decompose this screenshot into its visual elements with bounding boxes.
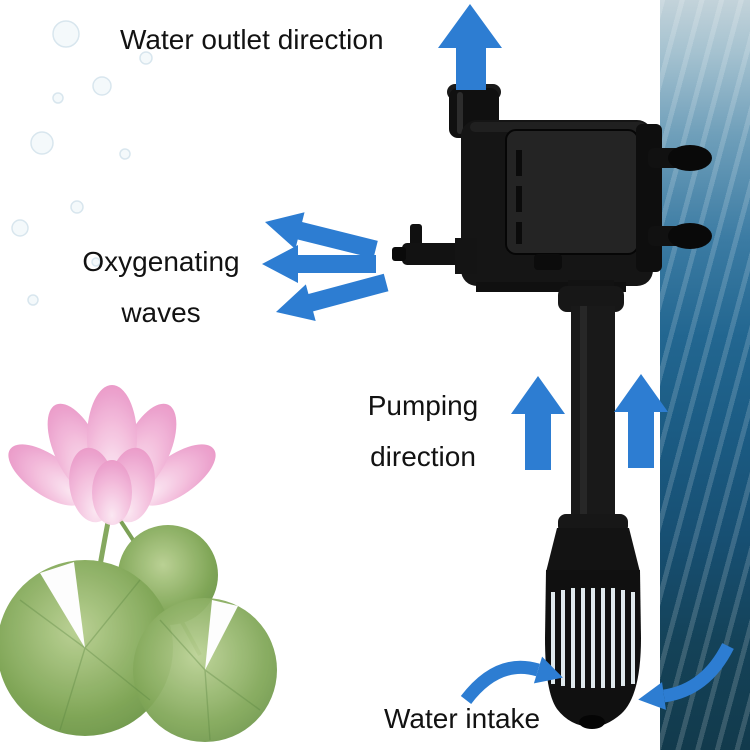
venturi-nozzle bbox=[392, 224, 477, 274]
outlet-direction-up-arrow-icon bbox=[438, 4, 502, 90]
oxygenating-waves-label: Oxygenating waves bbox=[56, 248, 266, 327]
pump-housing bbox=[461, 120, 653, 292]
pump-assembly bbox=[392, 84, 712, 729]
pumping-direction-label: Pumping direction bbox=[348, 392, 498, 471]
water-outlet-label: Water outlet direction bbox=[120, 24, 384, 55]
bubbles-decoration bbox=[11, 20, 153, 306]
intake-curved-arrow-icons bbox=[460, 642, 734, 710]
suction-cup-bracket bbox=[636, 124, 712, 272]
oxygenating-waves-label-line1: Oxygenating bbox=[82, 246, 240, 277]
intake-strainer bbox=[545, 514, 641, 729]
lotus-leaves bbox=[0, 518, 277, 742]
pumping-direction-up-arrow-icons bbox=[511, 374, 668, 470]
intake-tube bbox=[558, 280, 624, 532]
pumping-direction-label-line2: direction bbox=[370, 441, 476, 472]
lotus-flower bbox=[8, 385, 216, 525]
pumping-direction-label-line1: Pumping bbox=[367, 390, 479, 421]
oxygenating-waves-label-line2: waves bbox=[121, 297, 201, 328]
oxygenating-left-arrow-icons bbox=[262, 212, 389, 322]
aquarium-water-background bbox=[660, 0, 750, 750]
water-intake-label: Water intake bbox=[384, 703, 541, 734]
